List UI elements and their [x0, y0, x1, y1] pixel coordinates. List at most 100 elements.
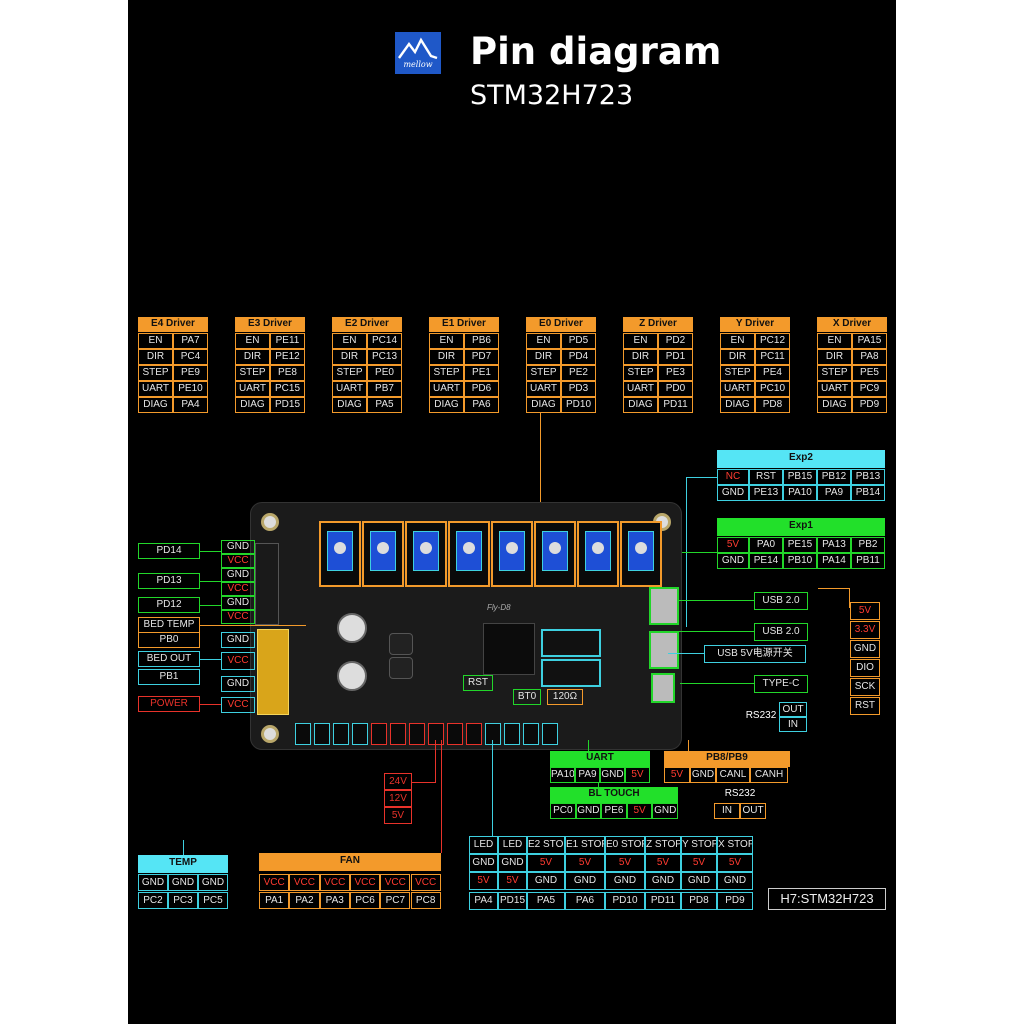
- power-gnd: GND: [221, 676, 255, 692]
- temp-gnd: GND: [138, 874, 168, 891]
- connector-line: [492, 740, 493, 836]
- driver-pin-name: DIAG: [526, 397, 561, 413]
- bt0-jumper: BT0: [513, 689, 541, 705]
- pin-header: [371, 723, 387, 745]
- rs232-in: IN: [779, 717, 807, 732]
- driver-pin-name: DIR: [720, 349, 755, 365]
- fan-pin: PA2: [289, 892, 320, 909]
- fan-pin: PA3: [319, 892, 350, 909]
- can-pin: CANL: [716, 767, 750, 783]
- driver-title: Z Driver: [623, 317, 693, 332]
- mcu-label: H7:STM32H723: [768, 888, 886, 910]
- fan-vcc: VCC: [319, 874, 350, 891]
- exp-pin: RST: [749, 469, 783, 485]
- driver-pin: PB7: [367, 381, 402, 397]
- connector-line: [435, 740, 436, 783]
- driver-title: E1 Driver: [429, 317, 499, 332]
- fan-pin: PA1: [259, 892, 290, 909]
- rs232-title: RS232: [724, 788, 756, 799]
- swd-pin: RST: [850, 697, 880, 715]
- driver-socket: [319, 521, 361, 587]
- driver-pin-name: STEP: [817, 365, 852, 381]
- driver-module: [542, 531, 568, 571]
- exp-title: Exp2: [717, 450, 885, 468]
- driver-pin: PC12: [755, 333, 790, 349]
- stop-pin: PA6: [565, 892, 605, 910]
- connector-line: [849, 588, 850, 608]
- pin-header: [523, 723, 539, 745]
- driver-module: [370, 531, 396, 571]
- bed-out-pin: PB1: [138, 669, 200, 685]
- connector-line: [200, 625, 306, 626]
- driver-pin: PD0: [658, 381, 693, 397]
- connector-line: [441, 740, 442, 853]
- driver-pin-name: DIAG: [720, 397, 755, 413]
- bltouch-pin: 5V: [626, 803, 653, 819]
- swd-pin: GND: [850, 640, 880, 658]
- driver-pin: PC10: [755, 381, 790, 397]
- driver-pin: PD5: [561, 333, 596, 349]
- pin-header: [333, 723, 349, 745]
- driver-title: E3 Driver: [235, 317, 305, 332]
- driver-pin: PE9: [173, 365, 208, 381]
- capacitor: [337, 613, 367, 643]
- rs232-out: OUT: [779, 702, 807, 717]
- driver-pin: PC13: [367, 349, 402, 365]
- bed-vcc: VCC: [221, 652, 255, 670]
- connector-line: [818, 588, 850, 589]
- driver-pin: PE10: [173, 381, 208, 397]
- mcu-chip: [483, 623, 535, 675]
- module-capacitor: [592, 542, 604, 554]
- temp-pin: PC5: [198, 892, 228, 909]
- connector-line: [412, 782, 436, 783]
- bltouch-pin: GND: [575, 803, 602, 819]
- driver-pin: PA4: [173, 397, 208, 413]
- port-gnd: GND: [221, 568, 255, 582]
- driver-pin: PC15: [270, 381, 305, 397]
- bed-temp-pin: PB0: [138, 632, 200, 648]
- board: Fly-D8 RST BT0 120Ω: [250, 502, 682, 750]
- driver-title: Y Driver: [720, 317, 790, 332]
- driver-module: [499, 531, 525, 571]
- fan-pin: PC7: [380, 892, 411, 909]
- connector-line: [658, 552, 718, 553]
- driver-pin-name: DIR: [332, 349, 367, 365]
- pin-header: [352, 723, 368, 745]
- driver-pin-name: EN: [817, 333, 852, 349]
- uart-pin: PA9: [575, 767, 600, 783]
- driver-pin-name: DIR: [817, 349, 852, 365]
- driver-pin-name: STEP: [720, 365, 755, 381]
- stop-pin: 5V: [527, 854, 565, 872]
- bed-out-label: BED OUT: [138, 651, 200, 667]
- temp-pin: PC3: [168, 892, 198, 909]
- temp-gnd: GND: [168, 874, 198, 891]
- power-vcc: VCC: [221, 697, 255, 713]
- bltouch-pin: PE6: [601, 803, 627, 819]
- pin-header: [409, 723, 425, 745]
- driver-pin: PE0: [367, 365, 402, 381]
- fan-pin: PC6: [349, 892, 381, 909]
- stop-pin: 5V: [498, 872, 527, 890]
- stop-pin: PD15: [498, 892, 527, 910]
- driver-pin-name: EN: [332, 333, 367, 349]
- driver-pin-name: EN: [526, 333, 561, 349]
- voltage-option: 24V: [384, 773, 412, 790]
- port-vcc: VCC: [221, 610, 255, 624]
- exp-pin: GND: [717, 485, 749, 501]
- bltouch-title: BL TOUCH: [550, 787, 678, 803]
- pin-header: [504, 723, 520, 745]
- inductor: [389, 633, 413, 655]
- fan-vcc: VCC: [349, 874, 381, 891]
- stop-pin: GND: [681, 872, 717, 890]
- page-subtitle: STM32H723: [470, 80, 634, 111]
- driver-title: E0 Driver: [526, 317, 596, 332]
- module-capacitor: [549, 542, 561, 554]
- fan-title: FAN: [259, 853, 441, 871]
- exp-pin: PE15: [783, 537, 817, 553]
- driver-pin: PC11: [755, 349, 790, 365]
- connector-line: [200, 704, 221, 705]
- driver-pin-name: EN: [720, 333, 755, 349]
- can-pin: CANH: [750, 767, 788, 783]
- port-label: PD13: [138, 573, 200, 589]
- driver-pin-name: STEP: [623, 365, 658, 381]
